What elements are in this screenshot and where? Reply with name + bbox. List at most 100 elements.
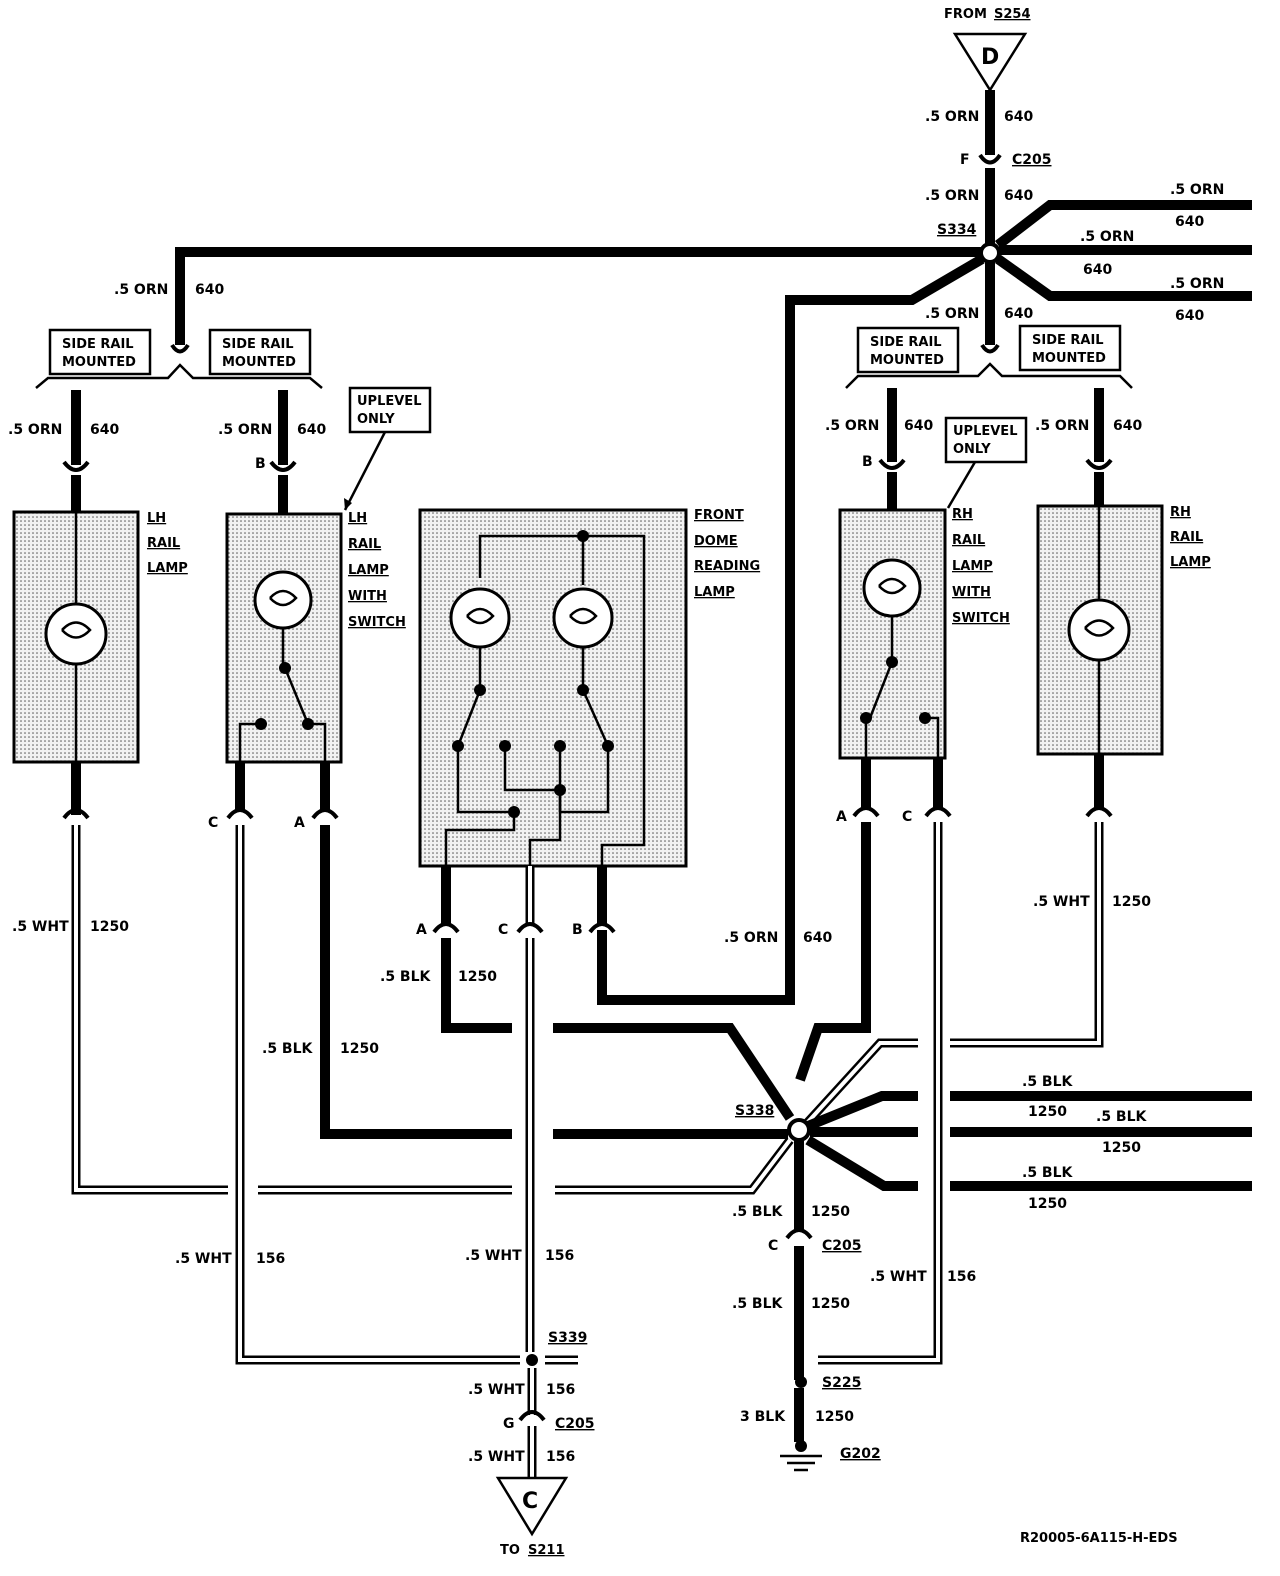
lh2-blk-num: 1250	[340, 1041, 379, 1057]
c205-c-pin: C	[768, 1238, 778, 1254]
rh1-in-connector	[878, 458, 906, 470]
branch-2-num: 640	[1083, 262, 1112, 278]
dome-orn-num: 640	[803, 930, 832, 946]
rh1-name-1: RH	[952, 507, 973, 522]
dome-w1	[456, 746, 514, 814]
s338-to-rh2	[803, 1038, 918, 1127]
down-orn-num: 640	[1004, 306, 1033, 322]
dome-b-connector	[588, 922, 616, 934]
dome-name-4: LAMP	[694, 585, 735, 600]
branch-1-num: 640	[1175, 214, 1204, 230]
dome-pin-a: A	[416, 922, 427, 938]
rh1-inner-d	[925, 716, 940, 758]
rh1-switch-lever	[868, 661, 894, 719]
c205-top-label: C205	[1012, 152, 1052, 168]
c205-c-label: C205	[822, 1238, 862, 1254]
final-color: .5 WHT	[468, 1449, 525, 1465]
ground-node	[795, 1440, 807, 1452]
side-rail-tag-lh2	[208, 328, 312, 376]
dome-w4	[560, 746, 610, 814]
rh1-pin-b: B	[862, 454, 873, 470]
rh1-name-2: RAIL	[952, 533, 985, 548]
tag-rh1-l1: SIDE RAIL	[870, 335, 942, 350]
rh2-name-2: RAIL	[1170, 530, 1203, 545]
dome-inner-loop	[478, 534, 646, 866]
s338-down-color: .5 BLK	[732, 1204, 784, 1220]
tag-lh1-l1: SIDE RAIL	[62, 337, 134, 352]
rh-rail-lamp-bulb-icon	[1067, 598, 1131, 662]
down-orn-color: .5 ORN	[925, 306, 979, 322]
side-rail-tag-lh1	[48, 328, 152, 376]
dome-name-2: DOME	[694, 534, 738, 549]
s334-dome-wire	[597, 254, 985, 1005]
lh-rail-lamp-bulb-icon	[44, 602, 108, 666]
rh2-out-num: 1250	[1112, 894, 1151, 910]
rh1-in-num: 640	[904, 418, 933, 434]
gnd-num: 1250	[815, 1409, 854, 1425]
dome-name-1: FRONT	[694, 508, 744, 523]
lh2-inner-d	[308, 722, 327, 762]
orn-1-color: .5 ORN	[925, 109, 979, 125]
uplevel-tag-lh	[348, 386, 432, 434]
s339-down-num: 156	[546, 1382, 575, 1398]
rh-bracket	[845, 362, 1133, 389]
dome-a-connector	[432, 922, 460, 934]
uplevel-lh-arrowhead	[344, 498, 352, 510]
lh1-in-color: .5 ORN	[8, 422, 62, 438]
rh1-a-connector	[852, 806, 880, 818]
s225-label: S225	[822, 1375, 861, 1391]
s334-left-wire	[175, 247, 981, 345]
lh2-filament	[269, 589, 298, 607]
dome-c-connector	[516, 922, 544, 934]
s338-from-dome	[553, 1023, 795, 1121]
tag-rh2-l2: MOUNTED	[1032, 351, 1106, 366]
rh2-in-connector	[1085, 458, 1113, 470]
s338-label: S338	[735, 1103, 774, 1119]
orn-1-num: 640	[1004, 109, 1033, 125]
s225-splice	[795, 1376, 807, 1388]
s338-splice	[787, 1118, 811, 1142]
rh1-c-connector	[924, 806, 952, 818]
lh2-pin-a: A	[294, 815, 305, 831]
rh1-in-color: .5 ORN	[825, 418, 879, 434]
connector-d-label: D	[981, 45, 999, 70]
lh2-in-num: 640	[297, 422, 326, 438]
lh1-name-3: LAMP	[147, 561, 188, 576]
to-label: TO	[500, 1543, 520, 1558]
reference-code: R20005-6A115-H-EDS	[1020, 1531, 1178, 1546]
orn-2-num: 640	[1004, 188, 1033, 204]
lh1-wht-wire	[71, 825, 228, 1195]
dome-blk-num: 1250	[458, 969, 497, 985]
lh2-wht156-wire	[235, 825, 520, 1365]
s334-splice	[979, 242, 1001, 264]
lh1-name-2: RAIL	[147, 536, 180, 551]
branch-3-color: .5 ORN	[1170, 276, 1224, 292]
from-splice: S254	[994, 7, 1031, 22]
dome-blk-wire	[441, 938, 512, 1033]
lh-side-rail-connector	[170, 343, 190, 354]
lh2-name-5: SWITCH	[348, 615, 406, 630]
s338-r3-num: 1250	[1028, 1196, 1067, 1212]
rh1-name-4: WITH	[952, 585, 991, 600]
c205-c-connector	[785, 1228, 813, 1240]
rh2-name-3: LAMP	[1170, 555, 1211, 570]
tag-lh1-l2: MOUNTED	[62, 355, 136, 370]
lh2-pin-c: C	[208, 815, 218, 831]
s339-label: S339	[548, 1330, 587, 1346]
tag-lh2-l2: MOUNTED	[222, 355, 296, 370]
lh1-name-1: LH	[147, 511, 166, 526]
rh2-wht-wire	[950, 822, 1104, 1048]
rh2-in-num: 640	[1113, 418, 1142, 434]
orn-2-color: .5 ORN	[925, 188, 979, 204]
s339-splice	[526, 1354, 538, 1366]
dome-name-3: READING	[694, 559, 760, 574]
rh1-filament	[878, 577, 907, 595]
c205-g-label: C205	[555, 1416, 595, 1432]
rh1-pin-c: C	[902, 809, 912, 825]
uplevel-rh-l1: UPLEVEL	[953, 424, 1017, 439]
lh2-in-connector	[269, 460, 297, 472]
dome-left-bulb-icon	[449, 587, 511, 649]
side-rail-tag-rh2	[1018, 324, 1122, 372]
wht156-mid-color: .5 WHT	[465, 1248, 522, 1264]
